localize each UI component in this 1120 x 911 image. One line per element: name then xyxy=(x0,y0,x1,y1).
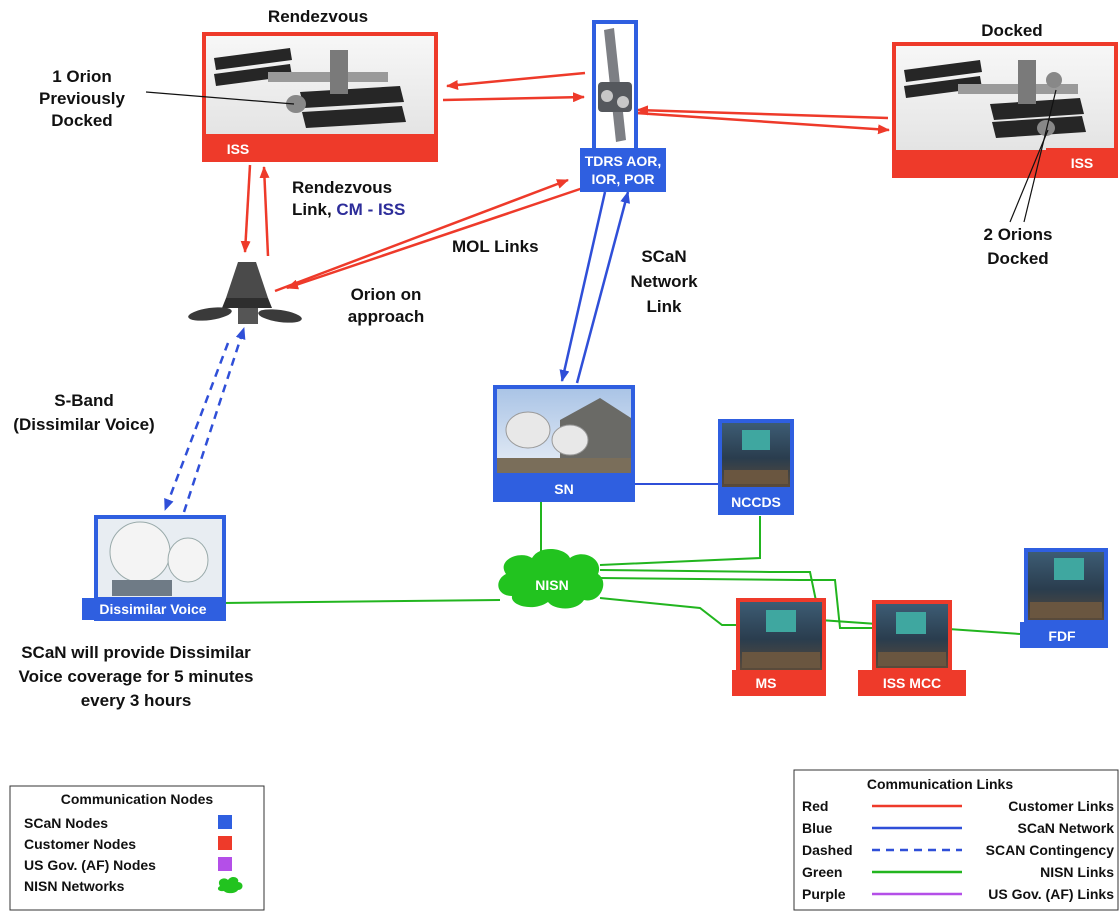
control-room-icon xyxy=(878,612,946,666)
legend-swatch-usgov xyxy=(218,857,232,871)
orion-spacecraft[interactable] xyxy=(187,262,302,325)
ms-node[interactable]: MS xyxy=(732,598,826,696)
satellite-icon xyxy=(598,28,632,142)
legend-link-desc: SCaN Network xyxy=(1018,820,1115,836)
orion-previous-line2: Previously xyxy=(39,89,126,108)
link-scan-down xyxy=(559,191,607,382)
link-rendezvous-up xyxy=(259,166,270,257)
ms-label: MS xyxy=(756,675,777,691)
iss-right-label: ISS xyxy=(1071,155,1094,171)
coverage-line2: Voice coverage for 5 minutes xyxy=(19,667,254,686)
space-station-icon xyxy=(214,48,406,128)
iss-docked-node[interactable]: ISS xyxy=(892,42,1118,178)
docked-title: Docked xyxy=(981,21,1042,40)
rendezvous-link-line1: Rendezvous xyxy=(292,178,392,197)
pointer-previous-orion xyxy=(145,91,295,105)
tdrs-node[interactable]: TDRS AOR, IOR, POR xyxy=(580,20,666,192)
legend-links-title: Communication Links xyxy=(867,776,1013,792)
legend-node-label: Customer Nodes xyxy=(24,836,136,852)
sn-label: SN xyxy=(554,481,573,497)
tdrs-label-line2: IOR, POR xyxy=(591,171,654,187)
antenna-dish-icon xyxy=(497,398,631,473)
rendezvous-link-line2: Link, CM - ISS xyxy=(292,200,405,219)
orion-previous-line3: Docked xyxy=(51,111,112,130)
link-sband-up xyxy=(182,327,246,513)
legend-nodes-title: Communication Nodes xyxy=(61,791,214,807)
iss-left-label: ISS xyxy=(227,141,250,157)
orion-approach-line2: approach xyxy=(348,307,425,326)
scan-link-line3: Link xyxy=(647,297,682,316)
legend-swatch-scan xyxy=(218,815,232,829)
nisn-cloud[interactable]: NISN xyxy=(498,548,604,609)
rendezvous-link-prefix: Link, xyxy=(292,200,336,219)
legend-link-key: Green xyxy=(802,864,842,880)
rendezvous-title: Rendezvous xyxy=(268,7,368,26)
cm-iss-label: CM - ISS xyxy=(336,200,405,219)
legend-swatch-customer xyxy=(218,836,232,850)
mol-links-label: MOL Links xyxy=(452,237,539,256)
legend-link-key: Blue xyxy=(802,820,833,836)
link-mol-in xyxy=(286,186,584,290)
pointer-orion-b xyxy=(1023,89,1057,223)
tdrs-label-line1: TDRS AOR, xyxy=(585,153,661,169)
link-tdrs-iss-docked-out xyxy=(635,111,890,135)
scan-link-line2: Network xyxy=(630,272,698,291)
orion-previous-line1: 1 Orion xyxy=(52,67,112,86)
legend-link-desc: SCAN Contingency xyxy=(986,842,1115,858)
two-orions-line1: 2 Orions xyxy=(984,225,1053,244)
legend-node-label: SCaN Nodes xyxy=(24,815,108,831)
legend-nodes: Communication Nodes SCaN Nodes Customer … xyxy=(9,785,265,911)
legend-link-desc: US Gov. (AF) Links xyxy=(988,886,1114,902)
antenna-dish-icon xyxy=(109,521,209,596)
nisn-label: NISN xyxy=(535,577,568,593)
scan-link-line1: SCaN xyxy=(641,247,686,266)
nccds-label: NCCDS xyxy=(731,494,781,510)
orion-approach-line1: Orion on xyxy=(351,285,422,304)
legend-node-label: US Gov. (AF) Nodes xyxy=(24,857,156,873)
link-scan-up xyxy=(575,191,630,384)
link-rendezvous-down xyxy=(240,164,252,253)
control-room-icon xyxy=(742,610,820,668)
link-mol-out xyxy=(274,178,569,293)
dissimilar-voice-label: Dissimilar Voice xyxy=(99,601,206,617)
coverage-line3: every 3 hours xyxy=(81,691,192,710)
legend-link-desc: NISN Links xyxy=(1040,864,1114,880)
iss-mcc-node[interactable]: ISS MCC xyxy=(858,600,966,696)
legend-link-key: Purple xyxy=(802,886,846,902)
link-iss-tdrs-in xyxy=(442,92,585,103)
link-tdrs-iss-docked-in xyxy=(636,105,889,120)
control-room-icon xyxy=(1030,558,1102,618)
iss-rendezvous-node[interactable]: ISS xyxy=(202,32,438,162)
sband-line2: (Dissimilar Voice) xyxy=(13,415,154,434)
nccds-node[interactable]: NCCDS xyxy=(718,419,794,515)
dissimilar-voice-node[interactable]: Dissimilar Voice xyxy=(82,515,226,621)
sband-line1: S-Band xyxy=(54,391,114,410)
two-orions-line2: Docked xyxy=(987,249,1048,268)
iss-mcc-label: ISS MCC xyxy=(883,675,941,691)
legend-link-key: Dashed xyxy=(802,842,853,858)
sn-node[interactable]: SN xyxy=(493,385,635,502)
coverage-line1: SCaN will provide Dissimilar xyxy=(21,643,251,662)
pointer-orion-a xyxy=(1009,129,1049,223)
link-sband-down xyxy=(163,342,230,511)
legend-link-key: Red xyxy=(802,798,828,814)
link-iss-tdrs-out xyxy=(446,71,586,90)
fdf-label: FDF xyxy=(1048,628,1076,644)
legend-swatch-nisn-cloud xyxy=(217,876,243,894)
legend-links: Communication Links Red Customer Links B… xyxy=(793,769,1119,911)
legend-node-label: NISN Networks xyxy=(24,878,125,894)
fdf-node[interactable]: FDF xyxy=(1020,548,1108,648)
control-room-icon xyxy=(724,430,788,484)
space-station-icon xyxy=(904,60,1086,138)
legend-link-desc: Customer Links xyxy=(1008,798,1114,814)
